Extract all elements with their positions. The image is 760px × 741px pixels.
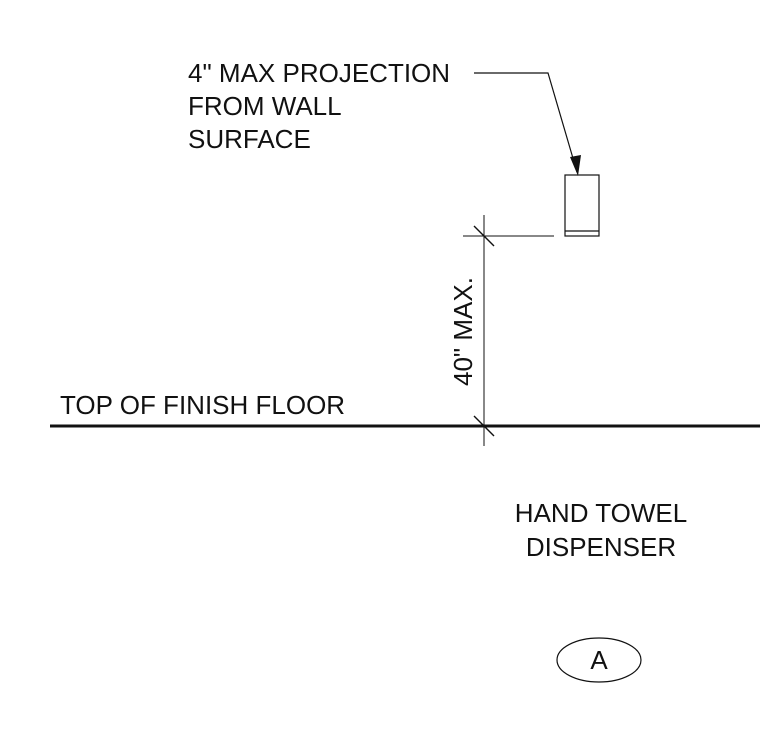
detail-tag-ellipse <box>556 637 642 683</box>
height-dimension: 40" MAX. <box>448 215 495 446</box>
leader-arrowhead <box>570 155 581 176</box>
projection-note-line-1: 4" MAX PROJECTION <box>188 58 450 88</box>
detail-tag-letter: A <box>590 645 608 675</box>
projection-note-line-2: FROM WALL <box>188 91 342 121</box>
detail-title-line-1: HAND TOWEL <box>515 498 687 528</box>
dispenser-body <box>564 174 600 237</box>
finish-floor: TOP OF FINISH FLOOR <box>50 390 760 428</box>
detail-title-line-2: DISPENSER <box>526 532 676 562</box>
floor-label: TOP OF FINISH FLOOR <box>60 390 345 420</box>
projection-note: 4" MAX PROJECTION FROM WALL SURFACE <box>188 58 450 154</box>
height-dimension-label: 40" MAX. <box>448 277 478 386</box>
dimension-tick-top <box>473 225 495 247</box>
projection-note-line-3: SURFACE <box>188 124 311 154</box>
leader-line <box>474 72 578 173</box>
dispenser-elevation <box>564 174 600 237</box>
projection-leader <box>474 72 581 176</box>
detail-title: HAND TOWEL DISPENSER <box>515 498 687 562</box>
detail-tag: A <box>556 637 642 683</box>
